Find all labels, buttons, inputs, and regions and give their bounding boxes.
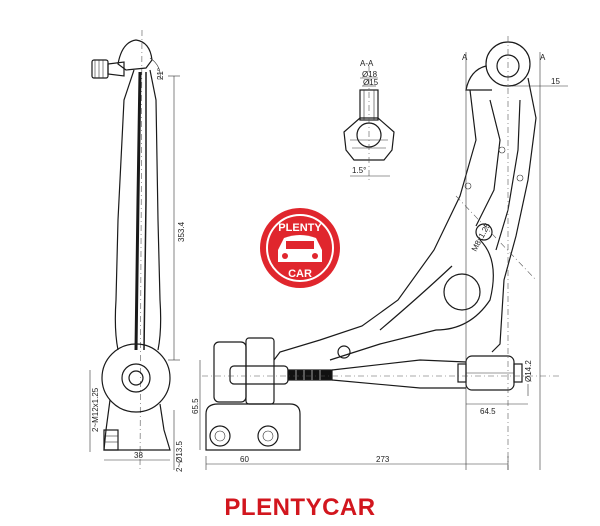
- section-a-a: [343, 66, 395, 180]
- dim-taper: 1.5°: [352, 166, 366, 175]
- dim-offset-15: 15: [551, 77, 560, 86]
- dim-bush-dia: Ø14.2: [524, 360, 533, 382]
- dim-bush-width: 64.5: [480, 407, 496, 416]
- dim-m8-thread: M8x1.25: [470, 221, 493, 253]
- section-mark-left: A: [462, 53, 468, 62]
- dim-dia-18: Ø18: [362, 70, 378, 79]
- section-title: A-A: [360, 59, 374, 68]
- brand-name: PLENTYCAR: [224, 494, 376, 521]
- logo-top-text: PLENTY: [278, 222, 322, 234]
- dim-dia-15: Ø15: [363, 78, 379, 87]
- dim-length-side: 353.4: [177, 221, 186, 242]
- dim-width-60: 60: [240, 455, 249, 464]
- dim-length-273: 273: [376, 455, 390, 464]
- plentycar-logo: [260, 208, 340, 288]
- section-mark-right: A: [540, 53, 546, 62]
- dim-hole-pair: 2~Ø13.5: [175, 441, 184, 472]
- plan-view-arm: [199, 36, 568, 470]
- dim-ball-angle: 21°: [156, 68, 165, 80]
- logo-bottom-text: CAR: [288, 268, 312, 280]
- dim-height-65: 65.5: [191, 398, 200, 414]
- dim-width-38: 38: [134, 451, 143, 460]
- dim-thread: 2~M12x1.25: [91, 387, 100, 432]
- side-view-arm: [89, 29, 180, 471]
